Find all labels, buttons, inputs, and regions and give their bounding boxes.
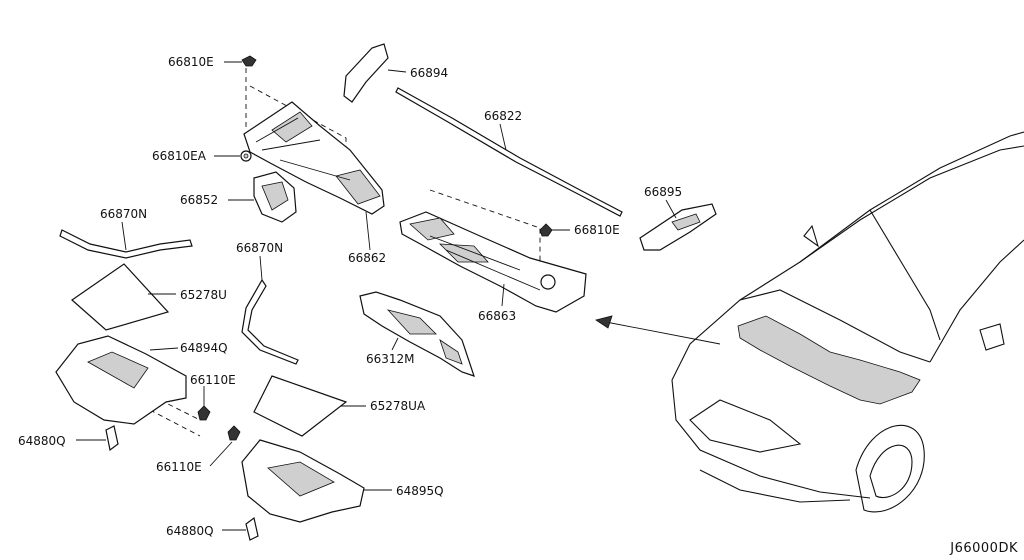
clip-66110e-left: [209, 425, 241, 467]
label-66110e-left: 66110E: [156, 460, 202, 474]
diagram-code: J66000DK: [950, 541, 1018, 556]
label-66810e-top: 66810E: [168, 55, 214, 69]
label-65278u: 65278U: [180, 288, 227, 302]
label-66810e-right: 66810E: [574, 223, 620, 237]
vehicle-outline: [671, 131, 1024, 513]
label-66870n-mid: 66870N: [236, 241, 284, 255]
duct-66852: [228, 171, 297, 223]
cover-65278ua: [253, 375, 366, 437]
seal-strip-66822: [395, 87, 623, 217]
bracket-64880q-bottom: [222, 516, 259, 541]
strip-66870n-left: [59, 221, 193, 259]
cover-65278u: [71, 263, 176, 331]
label-64895q: 64895Q: [396, 484, 444, 498]
insulator-66312m: [359, 291, 475, 377]
seal-66894: [343, 43, 407, 103]
duct-64894q: [55, 335, 187, 425]
label-66852: 66852: [180, 193, 219, 207]
label-66863: 66863: [478, 309, 517, 323]
label-66810ea: 66810EA: [152, 149, 206, 163]
bracket-64880q-left: [76, 425, 119, 452]
dashed-guides: [119, 68, 541, 437]
label-65278ua: 65278UA: [370, 399, 426, 413]
clip-66110e-right: [197, 386, 211, 421]
duct-64895q: [241, 439, 392, 523]
strip-66870n-mid: [241, 255, 299, 365]
label-66822: 66822: [484, 109, 523, 123]
cowl-top-66862: [243, 101, 385, 251]
label-66312m: 66312M: [366, 352, 415, 366]
label-66862: 66862: [348, 251, 387, 265]
clip-66810e-right: [539, 223, 570, 237]
label-64880q-left: 64880Q: [18, 434, 66, 448]
cowl-top-66863: [399, 211, 587, 313]
label-64894q: 64894Q: [180, 341, 228, 355]
label-64880q-bottom: 64880Q: [166, 524, 214, 538]
seal-66895: [639, 199, 717, 251]
label-66110e-right: 66110E: [190, 373, 236, 387]
label-66870n-left: 66870N: [100, 207, 148, 221]
label-66894: 66894: [410, 66, 449, 80]
clip-66810e-top: [224, 55, 257, 67]
location-arrow: [595, 315, 721, 345]
grommet-66810ea: [214, 150, 252, 162]
label-66895: 66895: [644, 185, 683, 199]
